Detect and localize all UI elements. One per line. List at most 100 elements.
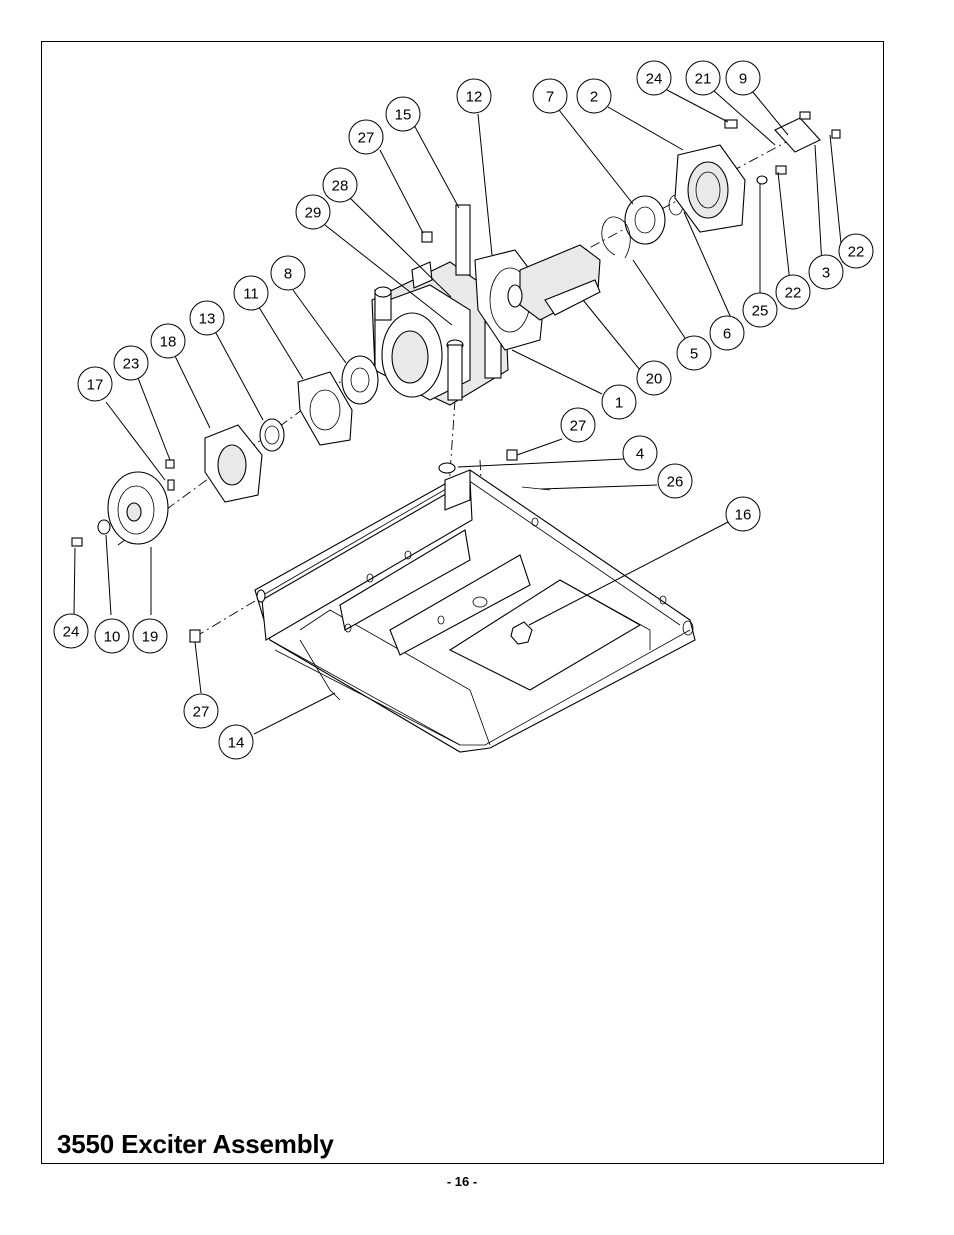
small-hardware: [71, 111, 841, 645]
callout-label: 6: [723, 326, 731, 343]
callout-label: 16: [735, 507, 752, 524]
callout-21: 21: [685, 60, 721, 96]
callout-balloon: [233, 275, 269, 311]
callout-balloon: [601, 384, 637, 420]
callout-label: 28: [332, 178, 349, 195]
callout-label: 29: [305, 205, 322, 222]
callout-label: 20: [646, 371, 663, 388]
callout-balloon: [53, 613, 89, 649]
callout-balloon: [132, 618, 168, 654]
callout-17: 17: [77, 366, 113, 402]
callout-balloon: [295, 194, 331, 230]
callout-balloon: [622, 435, 658, 471]
callout-balloon: [218, 724, 254, 760]
callout-label: 21: [695, 71, 712, 88]
callout-balloon: [270, 255, 306, 291]
end-cap-2: [674, 144, 746, 233]
callout-19: 19: [132, 618, 168, 654]
callout-13: 13: [189, 300, 225, 336]
callout-label: 5: [690, 346, 698, 363]
callout-2: 2: [576, 78, 612, 114]
callout-label: 1: [615, 395, 623, 412]
callout-balloon: [456, 78, 492, 114]
callout-27: 27: [560, 407, 596, 443]
callout-label: 12: [466, 89, 483, 106]
bearing-8: [341, 355, 379, 405]
callout-9: 9: [725, 60, 761, 96]
callout-20: 20: [636, 360, 672, 396]
callout-balloon: [150, 323, 186, 359]
callout-10: 10: [94, 618, 130, 654]
callout-balloon: [322, 167, 358, 203]
callout-27: 27: [183, 693, 219, 729]
callout-label: 11: [243, 286, 259, 303]
callout-balloon: [775, 274, 811, 310]
callout-balloon: [576, 78, 612, 114]
callout-balloon: [725, 496, 761, 532]
callout-label: 25: [752, 303, 769, 320]
washer-10: [97, 519, 111, 535]
callout-balloon: [657, 463, 693, 499]
callout-11: 11: [233, 275, 269, 311]
callout-5: 5: [676, 335, 712, 371]
callout-balloon: [77, 366, 113, 402]
gasket-11: [297, 371, 353, 446]
callout-balloon: [676, 335, 712, 371]
flange-18: [204, 424, 263, 503]
page-border: [41, 41, 884, 1164]
callout-label: 14: [228, 735, 245, 752]
callout-label: 2: [590, 89, 598, 106]
callout-balloon: [838, 233, 874, 269]
callout-balloon: [113, 345, 149, 381]
callout-label: 27: [193, 704, 210, 721]
callout-label: 4: [636, 446, 644, 463]
callout-balloon: [560, 407, 596, 443]
bearing-7: [624, 195, 666, 245]
callout-label: 19: [142, 629, 159, 646]
callout-balloon: [725, 60, 761, 96]
callout-22: 22: [838, 233, 874, 269]
callout-1: 1: [601, 384, 637, 420]
snap-ring-5: [601, 216, 631, 259]
callout-label: 8: [284, 266, 292, 283]
callout-26: 26: [657, 463, 693, 499]
callout-label: 17: [87, 377, 104, 394]
callout-balloon: [94, 618, 130, 654]
callout-16: 16: [725, 496, 761, 532]
callout-24: 24: [53, 613, 89, 649]
callout-label: 15: [395, 107, 412, 124]
page-number: - 16 -: [446, 1174, 478, 1189]
callout-label: 27: [570, 418, 587, 435]
leader-lines: [73, 89, 844, 735]
callout-label: 24: [63, 624, 80, 641]
page-title: 3550 Exciter Assembly: [57, 1129, 334, 1159]
callout-label: 26: [667, 474, 684, 491]
callout-balloon: [742, 292, 778, 328]
pulley-19: [107, 471, 169, 545]
callout-29: 29: [295, 194, 331, 230]
callout-balloon: [348, 119, 384, 155]
base-plate: [254, 469, 696, 753]
callout-4: 4: [622, 435, 658, 471]
callout-18: 18: [150, 323, 186, 359]
callout-label: 23: [123, 356, 140, 373]
callout-balloon: [709, 315, 745, 351]
callout-25: 25: [742, 292, 778, 328]
callout-label: 22: [848, 244, 865, 261]
callout-balloon: [385, 96, 421, 132]
callout-22: 22: [775, 274, 811, 310]
callout-balloon: [808, 254, 844, 290]
callout-7: 7: [532, 78, 568, 114]
callout-24: 24: [636, 60, 672, 96]
exciter-housing: [371, 261, 509, 406]
cover-plate-3: [774, 117, 821, 153]
callout-balloon: [685, 60, 721, 96]
callout-label: 7: [546, 89, 554, 106]
callout-label: 10: [104, 629, 121, 646]
callout-15: 15: [385, 96, 421, 132]
callout-balloon: [636, 360, 672, 396]
callout-balloon: [532, 78, 568, 114]
callout-balloon: [189, 300, 225, 336]
